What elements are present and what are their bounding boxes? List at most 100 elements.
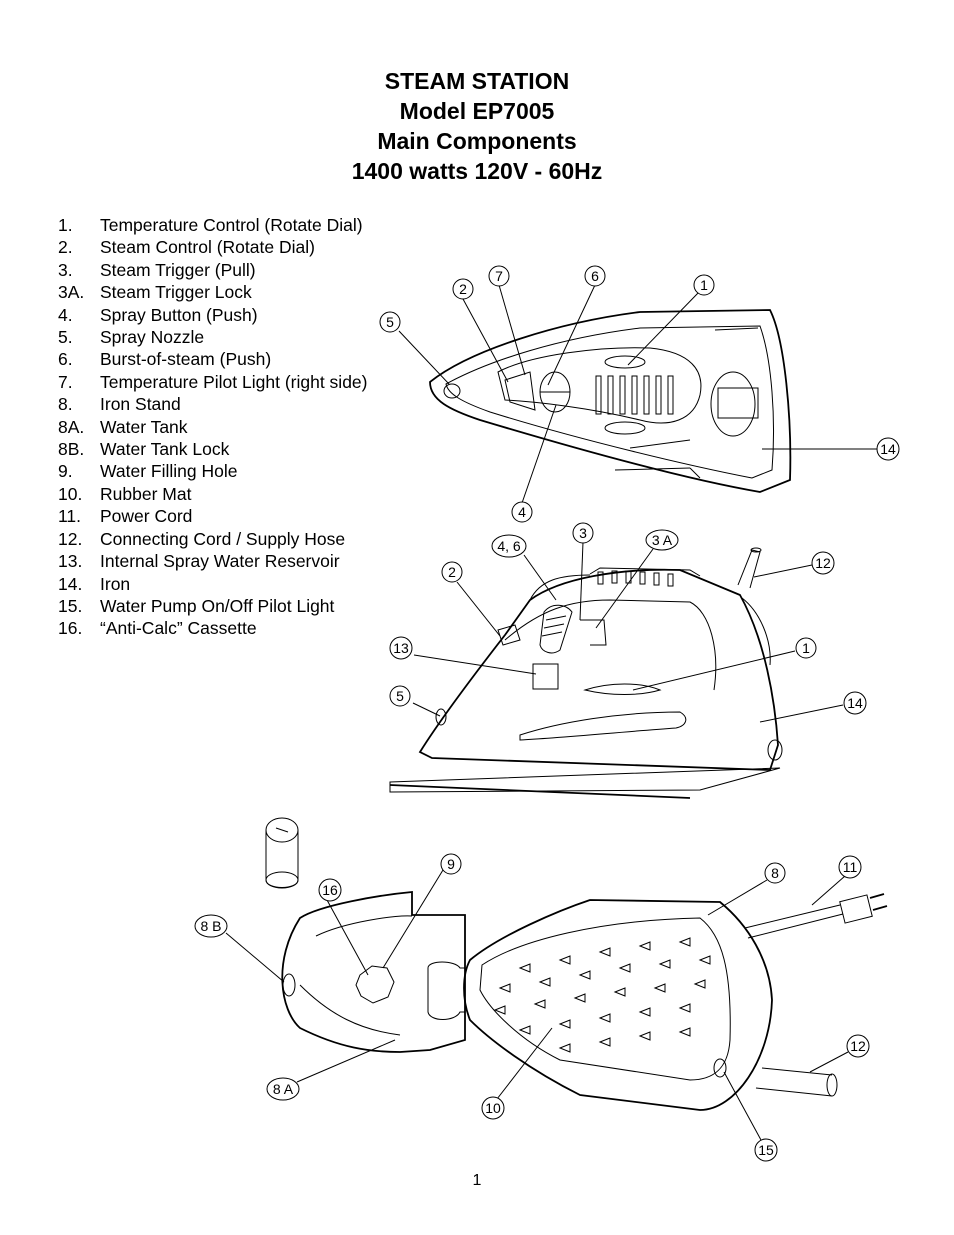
callout-top-1: 1 [693,274,715,296]
svg-text:7: 7 [495,268,503,284]
svg-text:6: 6 [591,268,599,284]
callout-stand-8: 8 [764,862,786,884]
component-number: 8. [58,394,73,415]
callout-stand-9: 9 [440,853,462,875]
callout-stand-12: 12 [846,1034,870,1058]
component-number: 7. [58,371,73,392]
page-number: 1 [472,1172,482,1189]
component-label: Steam Trigger Lock [100,282,252,303]
title-line-2: Model EP7005 [399,98,555,124]
svg-text:10: 10 [485,1100,501,1116]
components-list: 1.Temperature Control (Rotate Dial) 2.St… [58,214,367,640]
component-label: Water Tank Lock [100,439,230,460]
svg-text:3: 3 [579,525,587,541]
callout-stand-10: 10 [481,1096,505,1120]
svg-text:5: 5 [396,688,404,704]
svg-text:8: 8 [771,865,779,881]
callout-top-14: 14 [876,437,900,461]
component-item: 13. Internal Spray Water Reservoir [58,550,367,572]
svg-text:8 B: 8 B [200,918,221,934]
component-item: 10. Rubber Mat [58,483,367,505]
component-label: Burst-of-steam (Push) [100,349,272,370]
component-number: 2. [58,237,73,258]
component-item: 15. Water Pump On/Off Pilot Light [58,595,367,617]
svg-text:16: 16 [322,882,338,898]
callout-side-13: 13 [389,636,413,660]
component-number: 8B. [58,439,85,460]
component-item: 7. Temperature Pilot Light (right side) [58,371,367,393]
component-item: 8A.Water Tank [58,416,367,438]
component-label: Power Cord [100,506,193,527]
component-label: Temperature Pilot Light (right side) [100,371,368,392]
callout-side-3A: 3 A [645,529,679,551]
component-item: 6. Burst-of-steam (Push) [58,348,367,370]
callout-stand-11: 11 [838,855,862,879]
component-number: 3A. [58,282,85,303]
component-number: 11. [58,506,82,527]
title-line-3: Main Components [377,128,577,154]
svg-text:12: 12 [850,1038,866,1054]
callout-side-12: 12 [811,551,835,575]
component-item: 16. “Anti-Calc” Cassette [58,617,367,639]
component-label: Iron Stand [100,394,181,415]
svg-text:2: 2 [448,564,456,580]
callout-stand-8A: 8 A [266,1077,300,1101]
component-number: 1. [58,215,73,235]
iron-side-view-drawing [389,547,783,799]
title-line-1: STEAM STATION [384,68,570,94]
component-number: 15. [58,595,83,616]
title-line-4: 1400 watts 120V - 60Hz [351,158,603,184]
callout-top-4: 4 [511,501,533,523]
callout-side-14: 14 [843,691,867,715]
component-item: 3A. Steam Trigger Lock [58,281,367,303]
svg-text:3 A: 3 A [652,532,673,548]
svg-text:8 A: 8 A [273,1081,294,1097]
component-label: Temperature Control (Rotate Dial) [100,215,363,235]
callout-stand-8B: 8 B [194,914,228,938]
callout-top-7: 7 [488,265,510,287]
svg-text:14: 14 [847,695,863,711]
component-item: 12.Connecting Cord / Supply Hose [58,528,367,550]
iron-stand-drawing [265,817,888,1111]
callout-side-3: 3 [572,522,594,544]
svg-text:15: 15 [758,1142,774,1158]
svg-text:14: 14 [880,441,896,457]
component-item: 8. Iron Stand [58,393,367,415]
iron-top-view-drawing [429,309,792,493]
svg-text:12: 12 [815,555,831,571]
component-label: Spray Nozzle [100,327,205,348]
callout-stand-16: 16 [318,878,342,902]
component-number: 14. [58,573,83,594]
component-number: 8A. [58,416,85,437]
iron-stand-leaders [225,869,849,1141]
svg-text:9: 9 [447,856,455,872]
component-number: 16. [58,618,83,639]
svg-text:13: 13 [393,640,409,656]
svg-text:1: 1 [802,640,810,656]
component-number: 6. [58,349,73,370]
component-number: 13. [58,551,83,572]
component-number: 10. [58,483,83,504]
svg-text:5: 5 [386,314,394,330]
component-label: Water Pump On/Off Pilot Light [100,595,335,616]
component-item: 4.Spray Button (Push) [58,304,367,326]
callout-side-5: 5 [389,685,411,707]
component-item: 11. Power Cord [58,505,367,527]
svg-text:4: 4 [518,504,526,520]
component-number: 12. [58,528,83,549]
component-item: 3.Steam Trigger (Pull) [58,259,367,281]
svg-text:2: 2 [459,281,467,297]
callout-stand-15: 15 [754,1138,778,1162]
component-label: “Anti-Calc” Cassette [100,618,257,639]
callout-top-5: 5 [379,311,401,333]
svg-text:4, 6: 4, 6 [497,538,521,554]
callout-top-6: 6 [584,265,606,287]
component-item: 2.Steam Control (Rotate Dial) [58,236,367,258]
callout-side-4-6: 4, 6 [491,534,527,558]
component-item: 1. Temperature Control (Rotate Dial) [58,214,367,236]
component-number: 9. [58,461,73,482]
component-label: Internal Spray Water Reservoir [100,551,340,572]
component-label: Rubber Mat [100,483,192,504]
component-label: Spray Button (Push) [100,304,258,325]
